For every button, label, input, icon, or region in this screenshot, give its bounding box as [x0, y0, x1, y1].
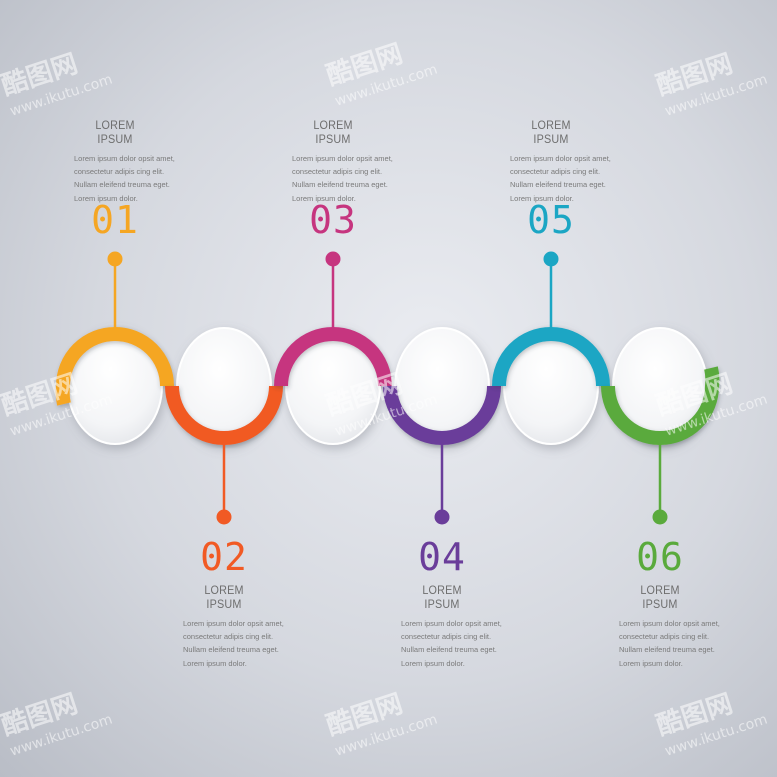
step-body-line: consectetur adipis cing elit.	[183, 632, 274, 642]
step-heading: LOREM IPSUM	[204, 583, 244, 611]
step-text-block-2: LOREM IPSUM Lorem ipsum dolor opsit amet,…	[183, 583, 333, 670]
step-connectors	[107, 251, 668, 525]
step-body-line: Lorem ipsum dolor opsit amet,	[74, 154, 175, 163]
step-body-line: Lorem ipsum dolor opsit amet,	[292, 154, 393, 163]
step-body-line: consectetur adipis cing elit.	[510, 167, 601, 177]
step-heading: LOREM IPSUM	[422, 583, 462, 611]
step-body-line: Lorem ipsum dolor.	[292, 193, 356, 203]
step-number-2: 02	[200, 535, 248, 579]
step-number-5: 05	[527, 198, 575, 242]
step-text-block-3: LOREM IPSUM Lorem ipsum dolor opsit amet,…	[292, 118, 442, 205]
step-body-line: Lorem ipsum dolor.	[183, 658, 247, 668]
step-body-line: Lorem ipsum dolor.	[619, 658, 683, 668]
step-body-line: Nullam eleifend treuma eget.	[183, 645, 279, 655]
step-text-block-6: LOREM IPSUM Lorem ipsum dolor opsit amet,…	[619, 583, 769, 670]
step-number-3: 03	[309, 198, 357, 242]
step-body-line: Nullam eleifend treuma eget.	[292, 180, 388, 190]
step-body-line: consectetur adipis cing elit.	[619, 632, 710, 642]
connector-dot-4	[434, 509, 450, 525]
step-heading: LOREM IPSUM	[313, 118, 353, 146]
ribbon-arc-4	[383, 385, 501, 445]
step-number-4: 04	[418, 535, 466, 579]
ribbon-arc-2	[165, 385, 283, 445]
connector-dot-5	[543, 251, 559, 267]
step-numbers: 01 02 03 04 05 06	[91, 198, 684, 579]
step-heading: LOREM IPSUM	[531, 118, 571, 146]
connector-dot-3	[325, 251, 341, 267]
step-number-6: 06	[636, 535, 684, 579]
ribbon-arc-3	[274, 327, 392, 387]
ribbon-arc-1	[55, 327, 174, 406]
ribbon-arc-5	[492, 327, 610, 387]
connector-dot-6	[652, 509, 668, 525]
step-text-block-1: LOREM IPSUM Lorem ipsum dolor opsit amet,…	[74, 118, 224, 205]
step-number-1: 01	[91, 198, 139, 242]
step-body-line: Lorem ipsum dolor.	[74, 193, 138, 203]
step-body-line: Lorem ipsum dolor opsit amet,	[401, 619, 502, 628]
step-body-line: Lorem ipsum dolor.	[510, 193, 574, 203]
step-body-line: Lorem ipsum dolor.	[401, 658, 465, 668]
step-body-line: Nullam eleifend treuma eget.	[510, 180, 606, 190]
step-heading: LOREM IPSUM	[95, 118, 135, 146]
step-body-line: Nullam eleifend treuma eget.	[74, 180, 170, 190]
step-body-line: Nullam eleifend treuma eget.	[619, 645, 715, 655]
ribbon-arc-6	[601, 366, 720, 445]
step-body-line: Lorem ipsum dolor opsit amet,	[619, 619, 720, 628]
step-body-line: Lorem ipsum dolor opsit amet,	[510, 154, 611, 163]
step-body-line: Lorem ipsum dolor opsit amet,	[183, 619, 284, 628]
step-body-line: consectetur adipis cing elit.	[292, 167, 383, 177]
connector-dot-2	[216, 509, 232, 525]
step-body-line: Nullam eleifend treuma eget.	[401, 645, 497, 655]
step-text-block-5: LOREM IPSUM Lorem ipsum dolor opsit amet,…	[510, 118, 660, 205]
connector-dot-1	[107, 251, 123, 267]
step-text-block-4: LOREM IPSUM Lorem ipsum dolor opsit amet,…	[401, 583, 551, 670]
step-heading: LOREM IPSUM	[640, 583, 680, 611]
step-body-line: consectetur adipis cing elit.	[401, 632, 492, 642]
step-body-line: consectetur adipis cing elit.	[74, 167, 165, 177]
color-ribbon	[55, 327, 720, 445]
